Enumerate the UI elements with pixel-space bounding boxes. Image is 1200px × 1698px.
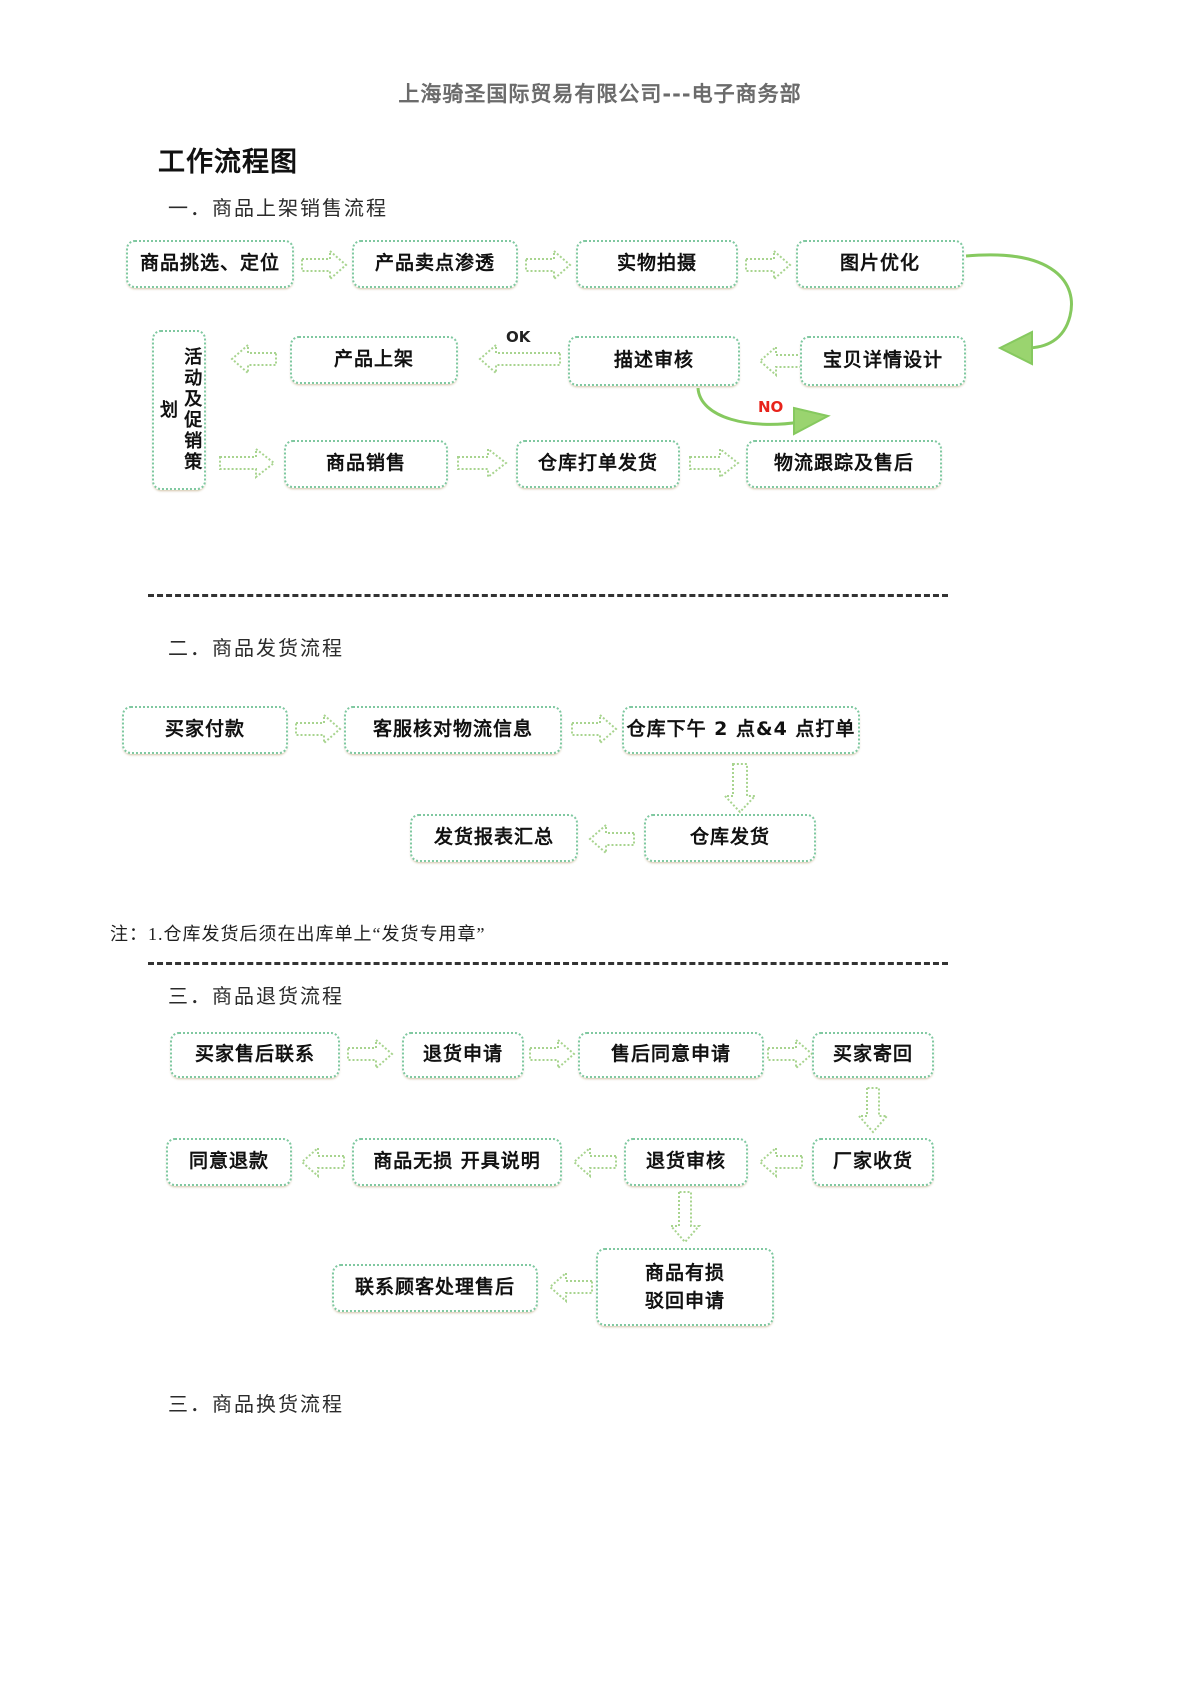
flow-node-selling-point: 产品卖点渗透 [352, 240, 518, 288]
arrow-right-11 [766, 1037, 814, 1071]
arrow-right-10 [528, 1037, 576, 1071]
flow-node-product-sales: 商品销售 [284, 440, 448, 488]
label-ok: OK [506, 328, 531, 346]
flow-node-shipping-report: 发货报表汇总 [410, 814, 578, 862]
flow-node-promotion-planning: 活动及促销策划 [152, 330, 206, 490]
flow-node-return-review: 退货审核 [624, 1138, 748, 1186]
section-heading-4: 三．商品换货流程 [168, 1394, 344, 1416]
page-title: 工作流程图 [158, 147, 298, 178]
label-no: NO [758, 398, 784, 416]
flow-node-buyer-return-ship: 买家寄回 [812, 1032, 934, 1078]
arrow-right-9 [346, 1037, 394, 1071]
arrow-right-7 [294, 712, 342, 746]
section-heading-3: 三．商品退货流程 [168, 986, 344, 1008]
flow-node-buyer-payment: 买家付款 [122, 706, 288, 754]
wrap-around-arrow-1 [960, 236, 1090, 371]
arrow-left-4 [578, 822, 636, 856]
arrow-left-3 [748, 344, 804, 378]
section-heading-2: 二．商品发货流程 [168, 638, 344, 660]
damaged-line-2: 驳回申请 [644, 1290, 725, 1312]
flow-node-photography: 实物拍摄 [576, 240, 738, 288]
arrow-left-1 [218, 342, 278, 376]
flow-node-agree-refund: 同意退款 [166, 1138, 292, 1186]
flow-node-warehouse-dispatch: 仓库发货 [644, 814, 816, 862]
arrow-left-5 [748, 1145, 804, 1179]
no-feedback-arrow [690, 386, 870, 436]
flow-node-warehouse-print-order: 仓库下午 2 点&4 点打单 [622, 706, 860, 754]
arrow-right-5 [456, 446, 508, 480]
flow-node-logistics-aftersales: 物流跟踪及售后 [746, 440, 942, 488]
section-separator-1 [148, 594, 948, 597]
flow-node-warehouse-shipping: 仓库打单发货 [516, 440, 680, 488]
arrow-left-6 [562, 1145, 618, 1179]
flow-node-buyer-contact: 买家售后联系 [170, 1032, 340, 1078]
company-header: 上海骑圣国际贸易有限公司---电子商务部 [398, 82, 802, 106]
flow-node-aftersales-approve: 售后同意申请 [578, 1032, 764, 1078]
flow-node-product-selection: 商品挑选、定位 [126, 240, 294, 288]
flow-node-detail-design: 宝贝详情设计 [800, 336, 966, 386]
flow-node-image-optimize: 图片优化 [796, 240, 964, 288]
flow-node-product-listing: 产品上架 [290, 336, 458, 384]
arrow-right-8 [570, 712, 618, 746]
flow-node-description-review: 描述审核 [568, 336, 740, 386]
flow-node-factory-receive: 厂家收货 [812, 1138, 934, 1186]
arrow-down-3 [668, 1190, 702, 1244]
arrow-right-4 [218, 446, 278, 480]
arrow-right-1 [300, 248, 348, 282]
flow-node-cs-verify-logistics: 客服核对物流信息 [344, 706, 562, 754]
arrow-right-6 [688, 446, 740, 480]
section-heading-1: 一．商品上架销售流程 [168, 198, 388, 220]
damaged-line-1: 商品有损 [644, 1261, 725, 1284]
arrow-down-2 [856, 1086, 890, 1134]
arrow-left-7 [290, 1145, 346, 1179]
arrow-left-2 [466, 342, 562, 376]
flow-node-damaged-reject: 商品有损 驳回申请 [596, 1248, 774, 1326]
flow-node-contact-customer: 联系顾客处理售后 [332, 1264, 538, 1312]
flow-node-return-request: 退货申请 [402, 1032, 524, 1078]
section-separator-2 [148, 962, 948, 965]
note-text: 注：1.仓库发货后须在出库单上“发货专用章” [110, 924, 486, 944]
arrow-right-2 [524, 248, 572, 282]
flow-node-no-damage-statement: 商品无损 开具说明 [352, 1138, 562, 1186]
arrow-left-8 [538, 1270, 594, 1304]
arrow-right-3 [744, 248, 792, 282]
arrow-down-1 [722, 762, 758, 814]
